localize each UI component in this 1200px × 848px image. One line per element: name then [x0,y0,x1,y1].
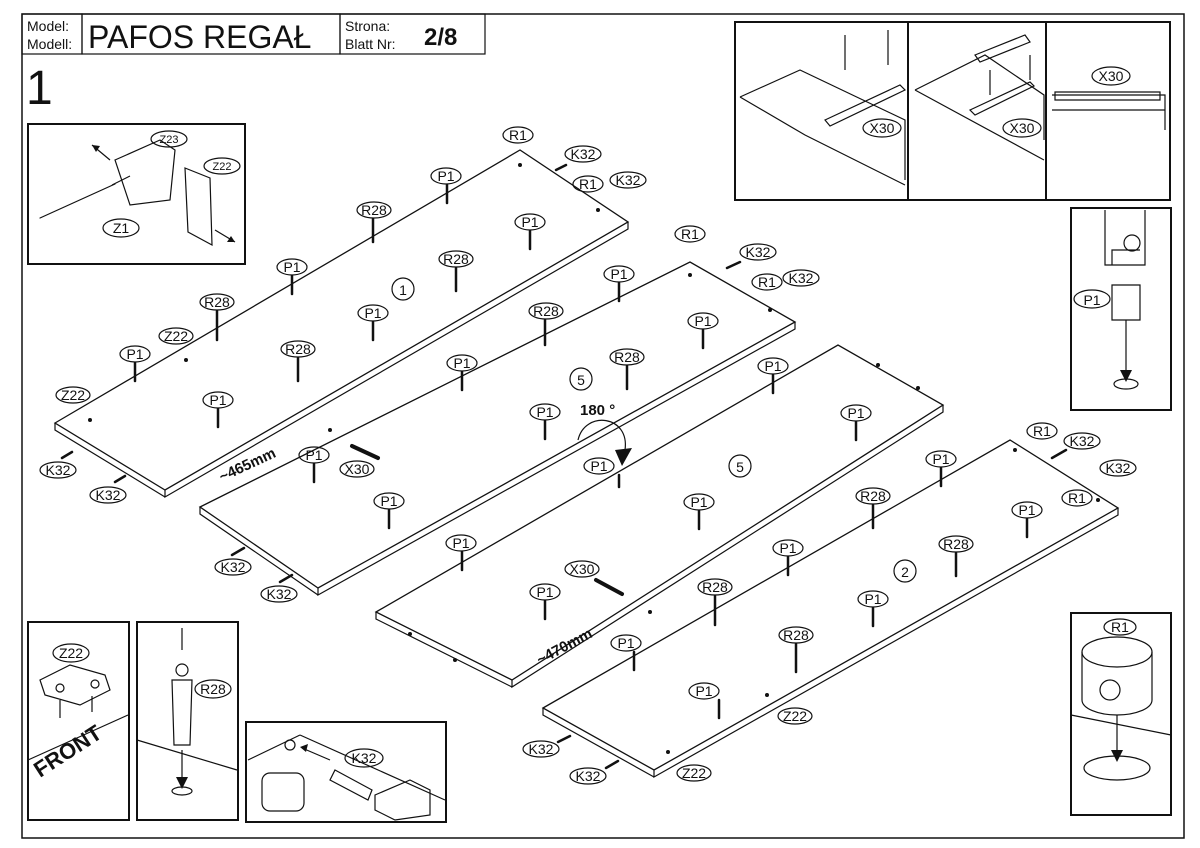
model-label-2: Modell: [27,36,72,52]
callout-p1: P1 [521,214,538,230]
callout-r1: R1 [579,176,597,192]
panel-number-1: 1 [399,282,407,298]
callout-k32: K32 [46,462,71,478]
panel-number-5a: 5 [577,372,585,388]
callout-p1: P1 [305,447,322,463]
callout-k32: K32 [576,768,601,784]
callout-p1: P1 [536,584,553,600]
label-r28-inset: R28 [200,681,226,697]
z22-front-inset: Z22 FRONT [27,621,130,821]
r1-detail-inset: R1 [1070,612,1172,816]
callout-p1: P1 [590,458,607,474]
callout-r28: R28 [860,488,886,504]
callout-p1: P1 [364,305,381,321]
callout-p1: P1 [453,355,470,371]
x30-detail-inset: X30 X30 X30 [734,21,1171,201]
panel-number-5b: 5 [736,459,744,475]
callout-r1: R1 [681,226,699,242]
callout-r28: R28 [443,251,469,267]
label-x30-inset-3: X30 [1099,68,1124,84]
page-label-2: Blatt Nr: [345,36,396,52]
callout-r28: R28 [614,349,640,365]
callout-p1: P1 [690,494,707,510]
page-label-1: Strona: [345,18,390,34]
label-z1: Z1 [113,220,130,236]
callout-p1: P1 [610,266,627,282]
callout-r28: R28 [783,627,809,643]
callout-r28: R28 [285,341,311,357]
callout-k32: K32 [221,559,246,575]
callout-k32: K32 [746,244,771,260]
callout-r28: R28 [702,579,728,595]
callout-r28: R28 [533,303,559,319]
callout-r28: R28 [943,536,969,552]
callout-k32: K32 [529,741,554,757]
callout-r1: R1 [1068,490,1086,506]
label-x30-inset-2: X30 [1010,120,1035,136]
callout-p1: P1 [764,358,781,374]
callout-x30: X30 [345,461,370,477]
step-number: 1 [26,62,53,115]
callout-p1: P1 [1018,502,1035,518]
callout-p1: P1 [864,591,881,607]
callout-p1: P1 [126,346,143,362]
callout-k32: K32 [789,270,814,286]
rotation-label: 180 ° [580,402,615,419]
panel-5b: 5 [374,344,945,689]
hinge-detail-inset: Z23 Z22 Z1 [27,123,246,265]
model-name: PAFOS REGAŁ [88,19,311,55]
panel-2: 2 [541,439,1120,779]
callout-r28: R28 [204,294,230,310]
panel-number-2: 2 [901,564,909,580]
callout-z22: Z22 [783,708,807,724]
label-x30-inset-1: X30 [870,120,895,136]
callout-p1: P1 [694,313,711,329]
callout-k32: K32 [267,586,292,602]
r28-detail-inset: R28 [136,621,239,821]
callout-p1: P1 [617,635,634,651]
callout-r28: R28 [361,202,387,218]
callout-k32: K32 [96,487,121,503]
part-callouts: R1 R1 R1 R1 R1 R1 K32 K32 K32 K32 K32 K3… [39,126,1137,785]
callout-k32: K32 [1106,460,1131,476]
callout-p1: P1 [847,405,864,421]
panel-5a: 5 [198,261,797,597]
model-label-1: Model: [27,18,69,34]
label-z22: Z22 [213,161,232,173]
label-p1-inset: P1 [1083,292,1100,308]
callout-p1: P1 [779,540,796,556]
callout-p1: P1 [536,404,553,420]
label-z23: Z23 [160,134,179,146]
callout-k32: K32 [1070,433,1095,449]
callout-k32: K32 [616,172,641,188]
k32-detail-inset: K32 [245,721,447,823]
callout-k32: K32 [571,146,596,162]
callout-p1: P1 [380,493,397,509]
panel-1: 1 [53,149,630,499]
callout-p1: P1 [932,451,949,467]
label-k32-inset: K32 [352,750,377,766]
fittings [60,163,1068,770]
callout-r1: R1 [1033,423,1051,439]
callout-p1: P1 [437,168,454,184]
callout-p1: P1 [452,535,469,551]
callout-r1: R1 [509,127,527,143]
label-r1-inset: R1 [1111,619,1129,635]
callout-p1: P1 [695,683,712,699]
panel-holes [88,163,1100,754]
callout-z22: Z22 [164,328,188,344]
p1-detail-inset: P1 [1070,207,1172,411]
callout-r1: R1 [758,274,776,290]
callout-p1: P1 [283,259,300,275]
header: Model: Modell: PAFOS REGAŁ Strona: Blatt… [21,13,486,55]
callout-x30: X30 [570,561,595,577]
page-number: 2/8 [424,24,457,51]
callout-p1: P1 [209,392,226,408]
rotation-indicator: 180 ° [577,402,632,466]
callout-z22: Z22 [682,765,706,781]
callout-z22: Z22 [61,387,85,403]
page-border [21,13,1185,839]
label-z22-front: Z22 [59,645,83,661]
